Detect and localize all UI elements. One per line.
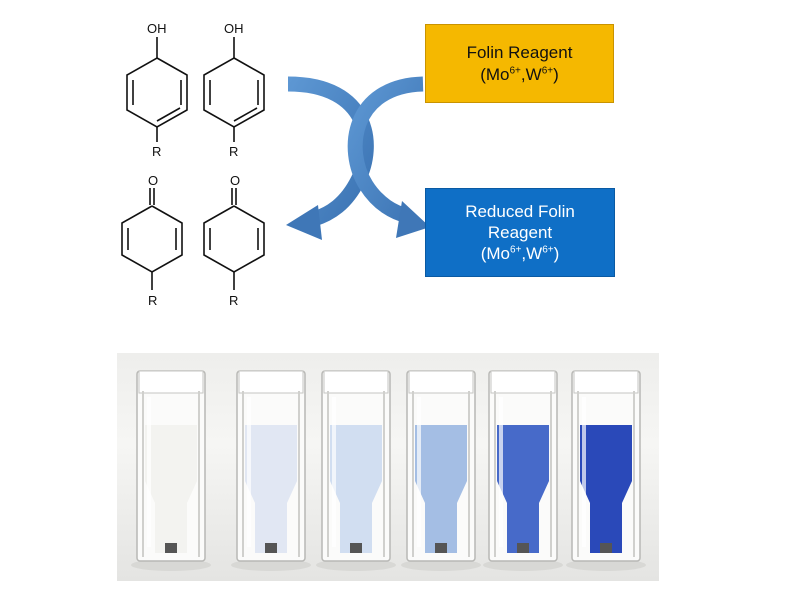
reduced-reagent-ions: (Mo6+,W6+)	[481, 243, 560, 264]
cuvette	[566, 370, 646, 571]
hydroxyl-label: OH	[147, 21, 167, 36]
phenol-structure-2	[203, 37, 265, 142]
cuvette-liquid	[245, 425, 297, 553]
cuvette-liquid	[145, 425, 197, 553]
stir-bar	[350, 543, 362, 553]
cuvette	[231, 370, 311, 571]
ion-close-paren: )	[553, 64, 559, 84]
carbonyl-label: O	[230, 173, 240, 188]
cuvette	[131, 370, 211, 571]
ion-mo-label: (Mo	[480, 64, 510, 84]
phenol-structure-1	[126, 37, 188, 142]
reduced-folin-reagent-box: Reduced Folin Reagent (Mo6+,W6+)	[425, 188, 615, 277]
substituent-label: R	[229, 293, 238, 308]
folin-reagent-title: Folin Reagent	[466, 43, 573, 63]
substituent-label: R	[152, 144, 161, 159]
cuvette	[401, 370, 481, 571]
quinone-structure-1	[121, 188, 183, 290]
ion-mo-charge: 6+	[510, 244, 522, 256]
quinone-structure-2	[203, 188, 265, 290]
substituent-label: R	[229, 144, 238, 159]
hydroxyl-label: OH	[224, 21, 244, 36]
cuvette-liquid	[415, 425, 467, 553]
cuvette-photo	[117, 353, 659, 581]
stir-bar	[600, 543, 612, 553]
ion-close-paren: )	[553, 244, 560, 264]
stir-bar	[517, 543, 529, 553]
stir-bar	[165, 543, 177, 553]
reaction-arrows	[286, 76, 430, 240]
reduced-title-line2: Reagent	[487, 222, 553, 242]
folin-reagent-box: Folin Reagent (Mo6+,W6+)	[425, 24, 614, 103]
substituent-label: R	[148, 293, 157, 308]
cuvette-liquid	[497, 425, 549, 553]
cuvette	[316, 370, 396, 571]
ion-w-label: ,W	[520, 64, 542, 84]
carbonyl-label: O	[148, 173, 158, 188]
ion-w-charge: 6+	[541, 64, 554, 76]
ion-mo-label: (Mo	[480, 244, 510, 264]
ion-w-charge: 6+	[542, 244, 554, 256]
cuvette	[483, 370, 563, 571]
arrow-folin-to-reduced	[347, 76, 430, 238]
cuvette-liquid	[330, 425, 382, 553]
ion-w-label: ,W	[521, 244, 543, 264]
cuvette-liquid	[580, 425, 632, 553]
ion-mo-charge: 6+	[509, 64, 521, 76]
chemical-structures: OH OH R R O O R R	[121, 21, 265, 308]
cuvette-row	[131, 370, 646, 571]
reduced-title-line1: Reduced Folin	[465, 201, 575, 221]
folin-reagent-ions: (Mo6+,W6+)	[480, 64, 559, 85]
stir-bar	[265, 543, 277, 553]
stir-bar	[435, 543, 447, 553]
